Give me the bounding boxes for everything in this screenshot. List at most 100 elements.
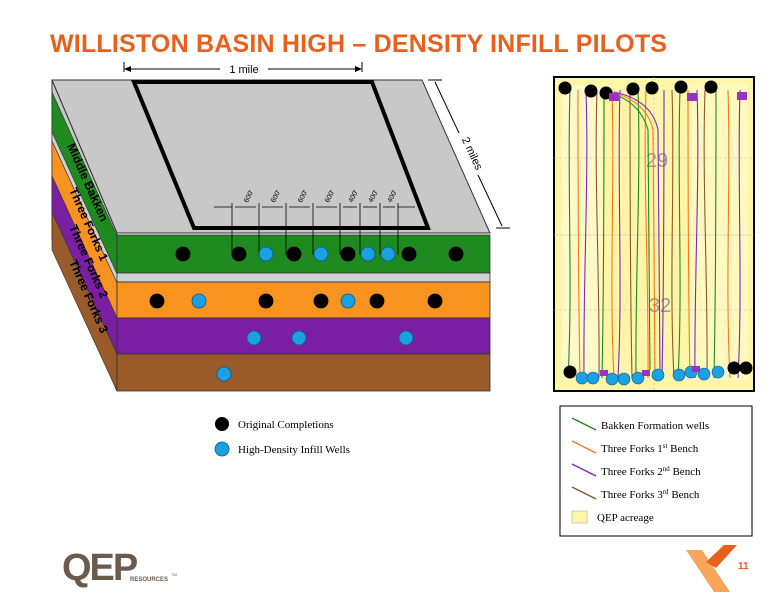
- map-well-path: [713, 89, 717, 379]
- section-outline: [131, 80, 431, 230]
- map-pad-marker: [737, 92, 747, 100]
- map-infill-pad: [575, 371, 589, 385]
- map-pad-marker: [642, 370, 650, 376]
- acreage-swatch: [571, 510, 588, 524]
- tf2-legend-line: [571, 463, 597, 477]
- block-top-face: [51, 79, 491, 234]
- block-diagram: 1 mile 2 miles 600'600'600'600'400'400'4…: [51, 62, 510, 392]
- map-well-path: [583, 89, 588, 379]
- infill-well: [360, 246, 376, 262]
- map-pad-marker: [600, 370, 608, 376]
- original-well: [175, 246, 191, 262]
- map-well-path: [694, 89, 699, 379]
- section-29-label: 29: [646, 150, 668, 172]
- tf2-legend-label: Three Forks 2nd Bench: [601, 465, 701, 478]
- infill-well-label: High-Density Infill Wells: [238, 444, 350, 456]
- one-mile-label: 1 mile: [229, 64, 258, 76]
- acreage-legend-label: QEP acreage: [597, 512, 654, 524]
- infill-well: [191, 293, 207, 309]
- map-original-pad: [558, 81, 572, 95]
- map-well-pads: [558, 80, 753, 386]
- map-well-path: [611, 89, 615, 379]
- well-legend: Original Completions High-Density Infill…: [214, 417, 350, 457]
- infill-well: [380, 246, 396, 262]
- bakken-legend-line: [571, 417, 597, 431]
- qep-logo: QEP RESOURCES TM: [62, 547, 177, 589]
- map-infill-pad: [651, 368, 665, 382]
- map-infill-pad: [586, 371, 600, 385]
- one-mile-dimension: 1 mile: [123, 62, 363, 76]
- original-well: [258, 293, 274, 309]
- map-original-pad: [563, 365, 577, 379]
- page-number: 11: [738, 561, 749, 572]
- corner-accent-mark: [686, 545, 737, 592]
- original-well: [149, 293, 165, 309]
- infill-well: [291, 330, 307, 346]
- map-original-pad: [645, 81, 659, 95]
- map-well-path: [635, 89, 640, 379]
- map-legend: Bakken Formation wells Three Forks 1st B…: [559, 405, 753, 537]
- original-well: [313, 293, 329, 309]
- map-pad-marker: [609, 93, 619, 101]
- map-infill-pad: [631, 371, 645, 385]
- map-well-path: [703, 89, 708, 379]
- map-original-pad: [626, 82, 640, 96]
- infill-well: [246, 330, 262, 346]
- logo-wordmark: QEP: [62, 547, 138, 589]
- two-miles-label: 2 miles: [459, 135, 485, 172]
- map-well-path: [644, 89, 649, 379]
- map-well-path: [601, 89, 605, 379]
- map-original-pad: [674, 80, 688, 94]
- infill-well: [313, 246, 329, 262]
- logo-tm: TM: [171, 572, 177, 577]
- original-completion-label: Original Completions: [238, 419, 334, 431]
- original-well: [448, 246, 464, 262]
- map-well-path: [577, 89, 581, 379]
- map-well-path: [671, 89, 675, 379]
- map-well-path: [567, 89, 571, 379]
- infill-well: [258, 246, 274, 262]
- slide-title: WILLISTON BASIN HIGH – DENSITY INFILL PI…: [50, 30, 668, 58]
- map-well-path: [677, 89, 681, 379]
- map-well-path: [737, 89, 741, 379]
- map-infill-pad: [672, 368, 686, 382]
- original-completion-marker: [215, 417, 229, 431]
- block-front-face: [116, 234, 491, 392]
- tf1-legend-line: [571, 440, 597, 454]
- map-well-path: [613, 91, 661, 371]
- map-well-path: [661, 89, 665, 379]
- map-well-path: [629, 89, 633, 379]
- map-infill-pad: [697, 367, 711, 381]
- infill-well: [340, 293, 356, 309]
- tf3-legend-label: Three Forks 3rd Bench: [601, 488, 700, 501]
- map-well-trajectories: [567, 89, 741, 379]
- original-well: [369, 293, 385, 309]
- map-well-path: [595, 89, 600, 379]
- map-well-path: [617, 89, 621, 379]
- bakken-legend-label: Bakken Formation wells: [601, 420, 709, 432]
- original-well: [231, 246, 247, 262]
- original-well: [427, 293, 443, 309]
- original-well: [340, 246, 356, 262]
- original-well: [401, 246, 417, 262]
- acreage-map: 29 32: [553, 76, 755, 392]
- tf3-legend-line: [571, 486, 597, 500]
- tf1-legend-label: Three Forks 1st Bench: [601, 442, 699, 455]
- map-pad-marker: [692, 366, 700, 372]
- map-original-pad: [727, 361, 741, 375]
- map-well-path: [687, 89, 691, 379]
- map-original-pad: [739, 361, 753, 375]
- infill-well: [216, 366, 232, 382]
- map-well-path: [727, 89, 731, 379]
- logo-subtext: RESOURCES: [130, 577, 168, 583]
- map-infill-pad: [617, 372, 631, 386]
- map-pad-marker: [687, 93, 697, 101]
- map-original-pad: [584, 84, 598, 98]
- map-infill-pad: [711, 365, 725, 379]
- original-well: [286, 246, 302, 262]
- map-original-pad: [704, 80, 718, 94]
- infill-well: [398, 330, 414, 346]
- infill-well-marker: [214, 441, 230, 457]
- well-markers: [149, 246, 464, 382]
